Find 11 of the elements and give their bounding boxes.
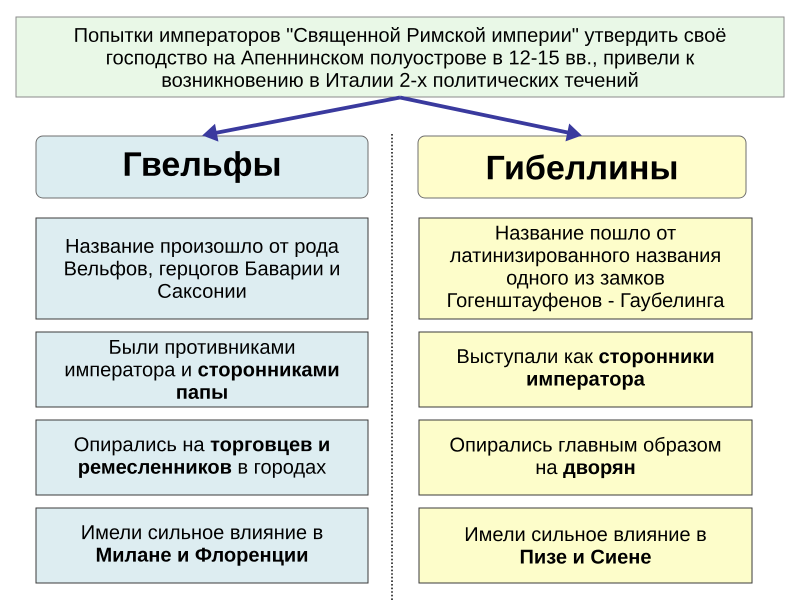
text-box: Были противниками императора и сторонниками папы <box>36 332 368 408</box>
info-box: Попытки императоров "Священной Римской империи" утвердить своё господство на Апеннинском полуострове в 12-15 вв., привели к возникновению в Италии 2-х политических течений <box>16 16 784 98</box>
text-box: Опирались на торговцев и ремесленников в городах <box>36 420 368 496</box>
text-box: Опирались главным образом на дворян <box>418 420 752 496</box>
text-box: Имели сильное влияние в Милане и Флоренции <box>36 508 368 584</box>
heading-box: Гибеллины <box>418 136 746 198</box>
text-box: Название пошло от латинизированного названия одного из замков Гогенштауфенов - Гаубелинга <box>418 218 752 320</box>
text-box: Выступали как сторонники императора <box>418 332 752 408</box>
heading-box: Гвельфы <box>36 136 368 198</box>
text-box: Название произошло от рода Вельфов, герцогов Баварии и Саксонии <box>36 218 368 320</box>
text-box: Имели сильное влияние в Пизе и Сиене <box>418 508 752 584</box>
